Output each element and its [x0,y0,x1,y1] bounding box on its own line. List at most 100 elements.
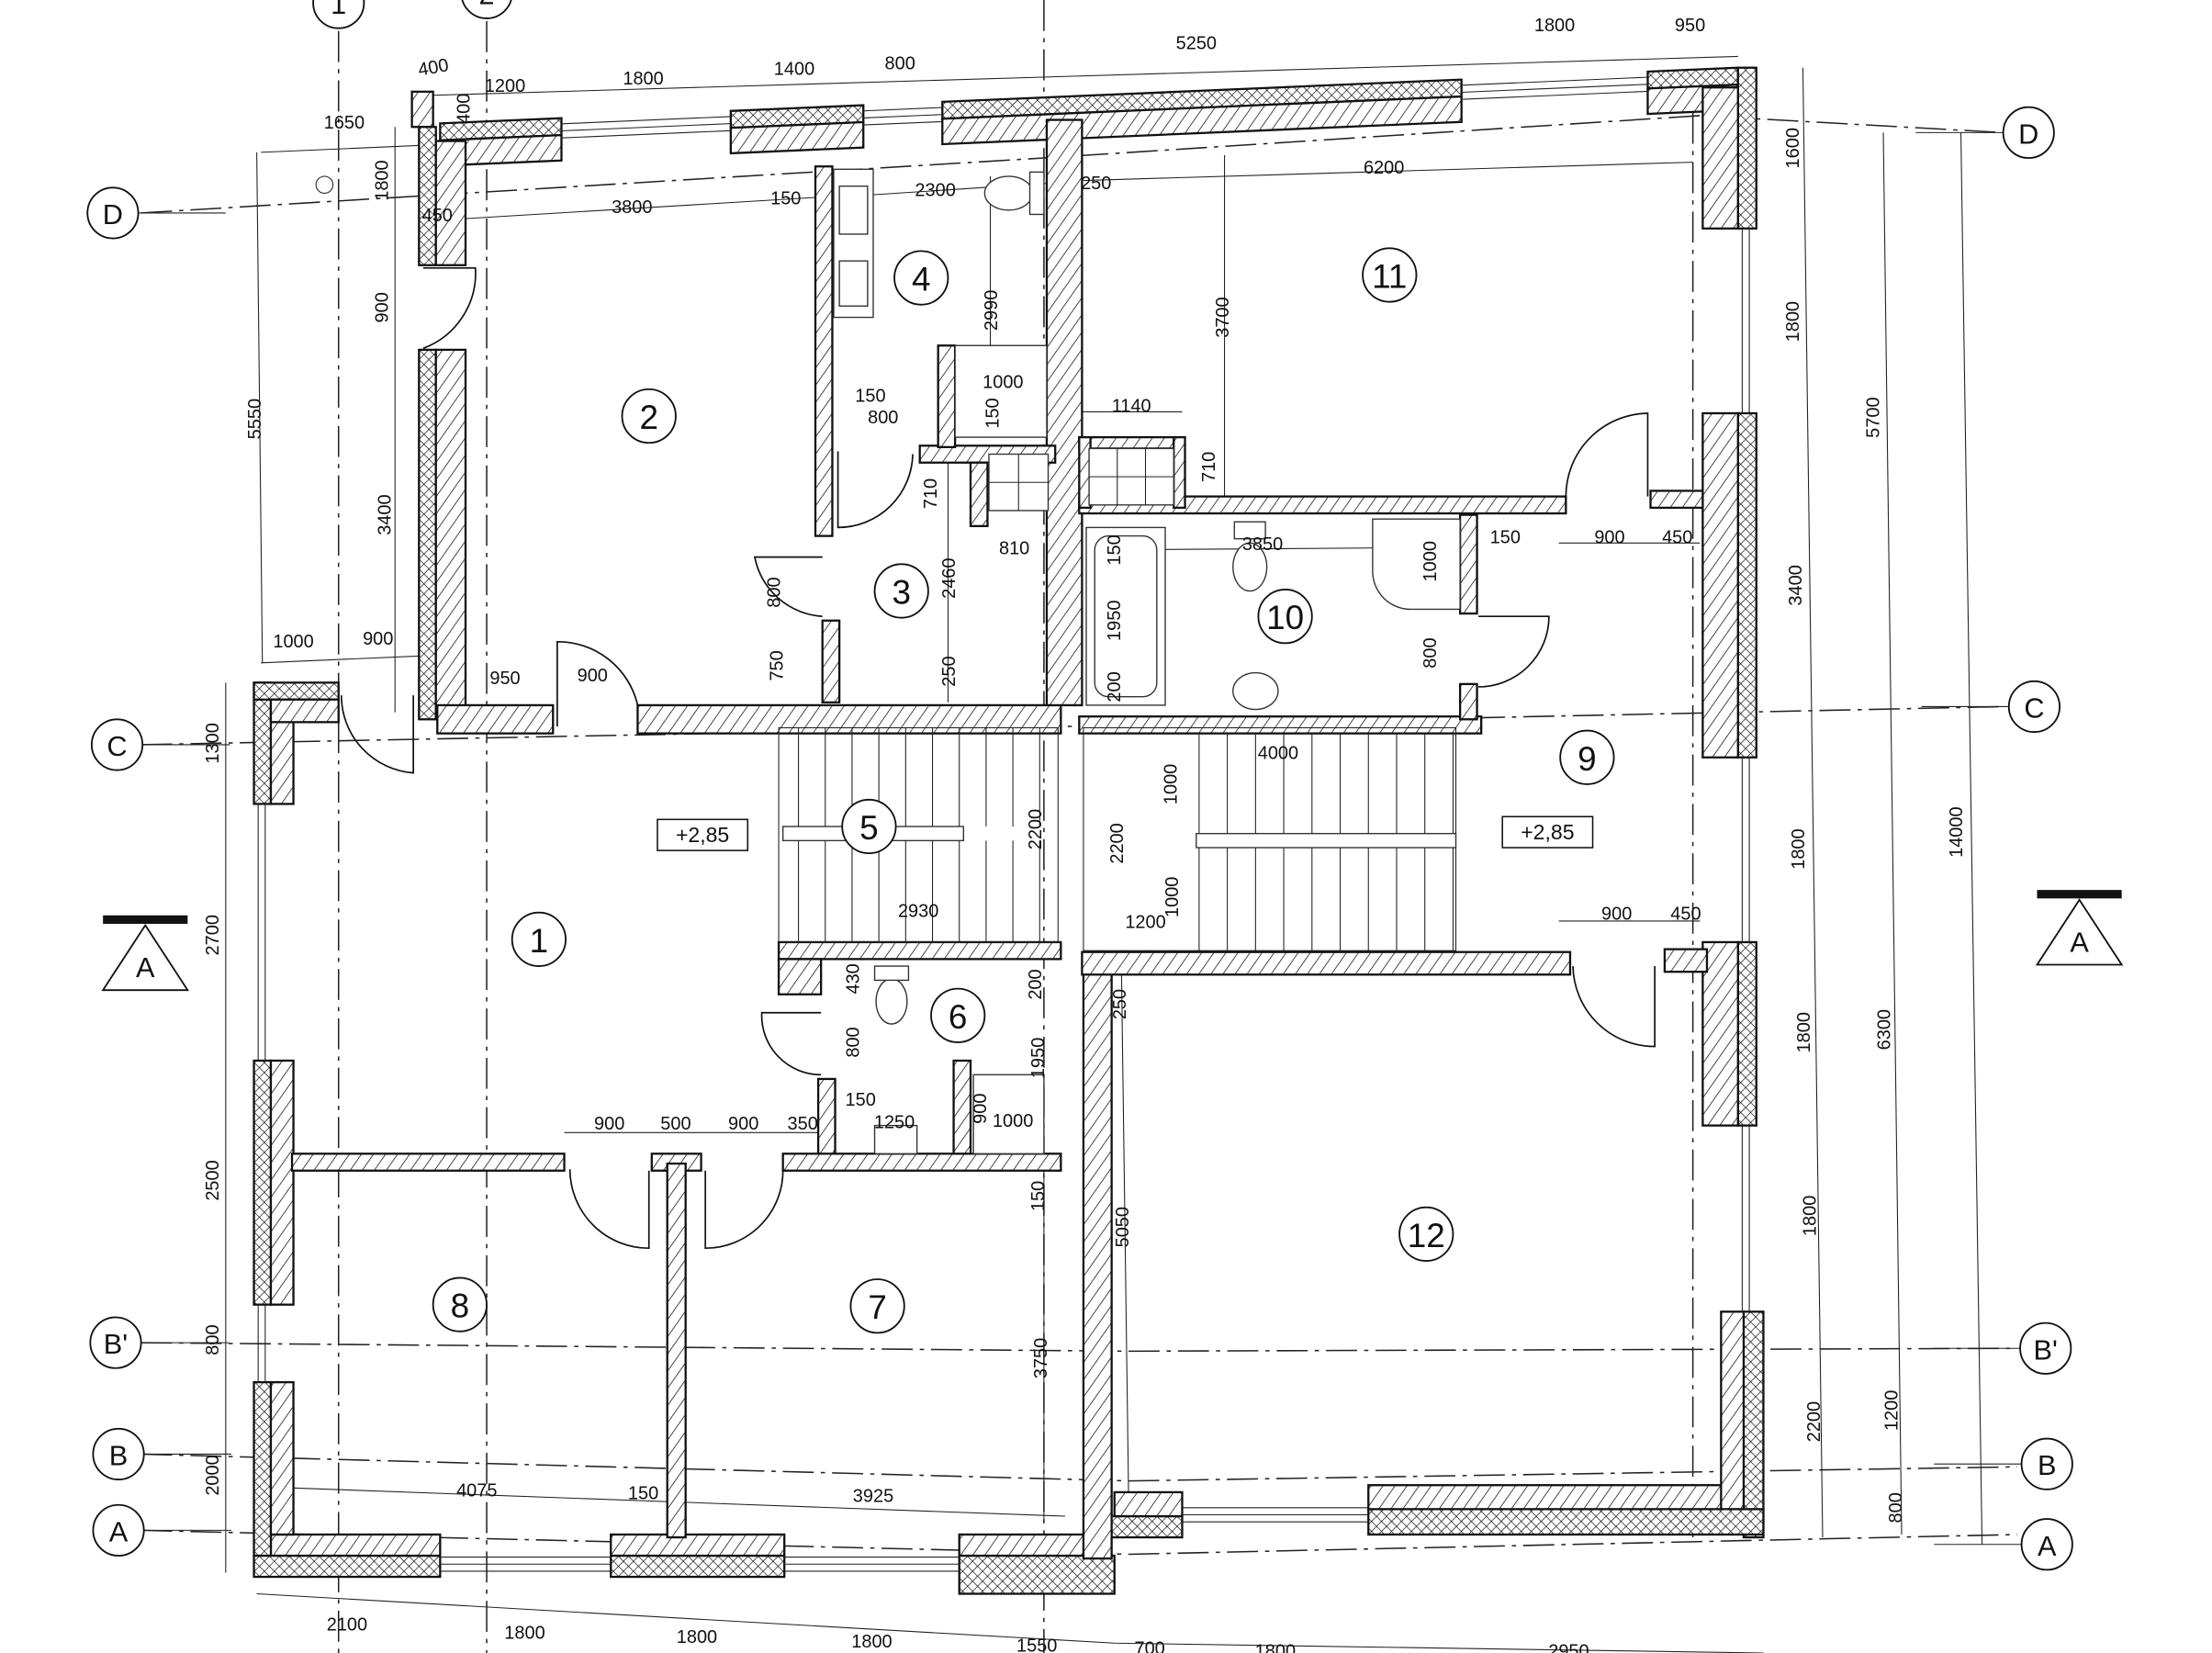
dimension-label: 350 [788,1114,818,1134]
axis-bubble [2019,1321,2072,1375]
washbasin [1232,671,1279,711]
dimension-label: 1800 [1255,1642,1296,1653]
interior-wall [666,1162,687,1539]
dimension-label: 1800 [504,1624,545,1644]
door-room-12[interactable] [1572,966,1656,1048]
dimension-label: 900 [971,1094,991,1124]
axis-bubble [312,0,365,29]
interior-wall [952,1059,972,1155]
dimension-label: 250 [939,656,960,686]
dimension-label: 1950 [1105,601,1125,641]
room-marker [893,250,949,306]
axis-label-left: C [107,730,127,762]
dimension-label: 3850 [1242,534,1283,555]
dimension-label: 3800 [612,197,652,218]
window [1461,90,1648,100]
level-mark: +2,85 [1521,820,1574,844]
exterior-wall [1367,1484,1723,1511]
interior-wall [969,461,989,528]
exterior-wall [1367,1508,1765,1536]
door-room-8[interactable] [568,1169,650,1250]
interior-wall [814,165,834,537]
room-number-3: 3 [892,574,911,612]
exterior-wall [610,1554,786,1579]
axis-label-top-2: 2 [478,0,494,10]
room-marker [1398,1206,1454,1262]
room-number-9: 9 [1578,740,1597,778]
room-marker [841,798,897,855]
axis-label-right: D [2018,118,2038,150]
exterior-wall [1736,66,1757,230]
dimension-label: 1000 [1161,764,1181,804]
dimension-label: 450 [1662,527,1692,547]
window [863,114,943,118]
dimension-label: 5250 [1176,34,1217,54]
window [561,116,731,125]
exterior-wall [1720,1310,1746,1518]
window [863,107,943,112]
shower [954,344,1048,438]
dimension-label: 710 [1199,452,1219,482]
axis-bubble [2020,1437,2073,1490]
interior-wall [1081,950,1572,976]
dimension-label: 1140 [1112,396,1151,416]
interior-wall [1173,435,1186,510]
dimension-label: 200 [1105,671,1125,702]
dimension-label: 250 [1110,989,1130,1019]
dimension-label: 1800 [677,1627,717,1647]
door-room-7[interactable] [704,1169,784,1250]
exterior-wall [418,348,437,721]
axis-label-right: C [2024,692,2044,724]
dimension-label: 3400 [1786,565,1806,605]
exterior-wall [269,1533,442,1557]
labels: 123456789101112+2,85+2,8512DCB'BADCB'BAA… [86,0,2124,1653]
dimension-label: 150 [1490,527,1521,547]
axis-bubble [461,0,512,19]
pillar [410,90,434,129]
door-entrance[interactable] [340,695,414,774]
exterior-wall [1736,411,1757,759]
door-room-2-west[interactable] [422,266,477,350]
toilet [1232,542,1268,592]
room-number-4: 4 [912,261,931,298]
door-room-6[interactable] [760,1011,822,1076]
room-number-12: 12 [1408,1217,1445,1254]
room-marker [1257,589,1313,645]
door-room-2-south[interactable] [556,640,639,726]
dimension-label: 3925 [853,1487,893,1507]
axis-line-a [140,1529,2018,1556]
dimension-label: 700 [1134,1639,1164,1653]
toilet [875,978,908,1025]
door-room-10[interactable] [1478,615,1550,688]
dimension-label: 710 [921,478,941,509]
dimension-label: 150 [770,189,801,209]
room-marker [511,911,567,967]
dimension-label: 900 [728,1114,758,1134]
dimension-label: 450 [422,206,453,226]
room-marker [432,1276,488,1333]
dimension-label: 2700 [203,915,223,955]
exterior-wall [1113,1490,1184,1518]
dimension-label: 150 [1028,1181,1049,1211]
toilet [983,175,1034,211]
dimension-label: 1000 [982,372,1023,392]
interior-wall [1458,513,1478,615]
door-room-3[interactable] [753,556,823,618]
interior-wall [636,703,1062,735]
dimension-label: 1200 [485,76,525,96]
dimension-label: 1550 [1016,1636,1057,1653]
door-room-3-4[interactable] [837,451,914,529]
door-room-11[interactable] [1565,412,1649,497]
dimension-label: 430 [844,963,864,994]
interior-wall [1045,118,1084,707]
dimension-lines [225,55,1983,1653]
axis-label-top-1: 1 [331,0,346,20]
dimension-label: 1800 [1789,828,1809,869]
interior-wall [1458,682,1478,721]
exterior-wall [269,1380,295,1536]
section-mark-triangle [2035,898,2124,966]
dimension-label: 800 [1886,1492,1906,1523]
dimension-label: 14000 [1947,806,1967,857]
interior-wall [1078,435,1184,450]
